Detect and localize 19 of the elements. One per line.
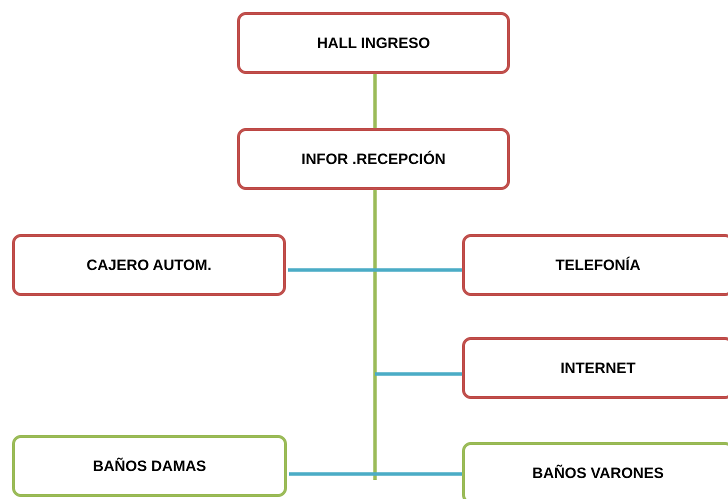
box-label: INFOR .RECEPCIÓN [301,150,446,168]
connector-line [289,472,462,476]
box-label: HALL INGRESO [316,34,430,52]
box-label: TELEFONÍA [556,256,640,274]
box-label: INTERNET [560,360,636,376]
connector-line [373,190,377,480]
box-label: BAÑOS VARONES [532,464,664,482]
box-label: BAÑOS DAMAS [92,458,206,474]
process-box [462,337,728,399]
process-box [462,442,728,499]
process-box [237,128,510,190]
connector-line [375,372,462,376]
connector-line [288,268,462,272]
process-box [237,12,510,74]
process-box [12,234,286,296]
box-label: CAJERO AUTOM. [86,256,212,274]
process-box [462,234,728,296]
process-box [12,435,287,497]
connector-line [373,74,377,128]
